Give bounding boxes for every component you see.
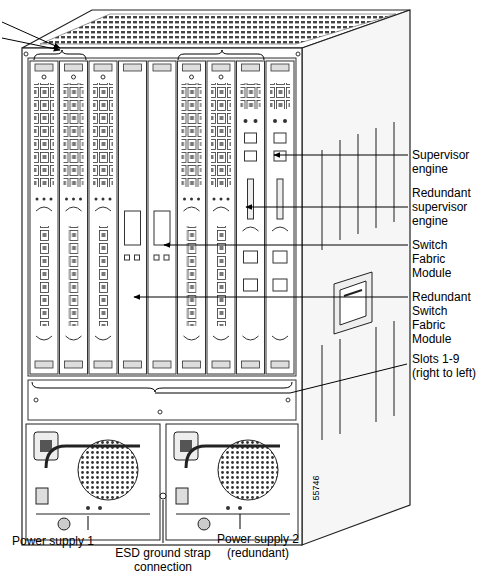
power-supply-1: [46, 446, 140, 468]
power-supplies: [26, 424, 298, 540]
chassis-front: [28, 58, 296, 376]
power-supply-2: [198, 518, 210, 530]
power-supply-2: [166, 424, 298, 540]
chassis-front: [24, 52, 28, 56]
leader-lines: [163, 500, 164, 543]
power-supply-1: [36, 514, 150, 515]
chassis-side: [302, 10, 410, 545]
power-supply-1: [26, 424, 160, 540]
callout-label: Switch Fabric Module: [412, 238, 482, 280]
side-handle: [334, 272, 372, 334]
chassis-side: [322, 122, 394, 440]
chassis-side: [302, 10, 410, 545]
leader-lines: [155, 364, 407, 393]
power-supply-2: [226, 506, 230, 510]
chassis-side: [375, 128, 377, 228]
leader-lines: [88, 155, 408, 543]
power-supply-2: [218, 440, 278, 500]
line-card: [207, 61, 235, 374]
esd-connector: [160, 493, 166, 499]
power-supply-2: [174, 432, 198, 460]
power-supply-2: [238, 506, 242, 510]
chassis-side: [321, 345, 323, 440]
supervisor-card: [266, 61, 294, 374]
side-handle: [334, 272, 372, 334]
power-supply-1: [78, 440, 138, 500]
cable-bay: [34, 398, 38, 402]
top-brackets: [34, 50, 86, 60]
slot-bracket: [32, 382, 292, 392]
chassis-side: [357, 134, 359, 234]
cable-bay: [28, 380, 296, 420]
callout-label: Power supply 2 (redundant): [208, 532, 308, 560]
chassis-side: [339, 339, 341, 434]
line-card: [60, 61, 88, 374]
leader-lines: [274, 155, 408, 156]
power-supply-1: [98, 506, 102, 510]
power-supply-1: [36, 488, 48, 504]
side-handle: [340, 281, 366, 325]
leader-lines: [88, 516, 89, 530]
line-card: [178, 61, 206, 374]
leader-lines: [240, 514, 241, 529]
slot-bracket: [32, 382, 292, 392]
callout-label: Redundant supervisor engine: [412, 186, 482, 228]
leader-lines: [246, 207, 408, 208]
chassis-side: [321, 150, 323, 250]
redundant-fabric-card: [119, 61, 147, 374]
line-card: [30, 61, 58, 374]
power-supply-1: [86, 506, 90, 510]
top-brackets: [178, 50, 264, 60]
cable-bay: [286, 398, 290, 402]
cable-bay: [28, 380, 296, 420]
chassis-side: [375, 327, 377, 422]
top-brackets: [2, 38, 60, 50]
power-supply-2: [186, 446, 280, 468]
chassis-front: [296, 52, 300, 56]
card-slots: [30, 61, 294, 374]
top-brackets: [2, 22, 264, 60]
power-supply-2: [166, 424, 298, 540]
fabric-card: [148, 61, 176, 374]
callout-label: Slots 1-9 (right to left): [412, 352, 482, 380]
callout-label: Power supply 1: [12, 534, 94, 548]
callout-label: Supervisor engine: [412, 148, 482, 176]
power-supply-2: [176, 488, 188, 504]
power-supply-1: [58, 518, 70, 530]
callout-label: ESD ground strap connection: [111, 546, 215, 574]
line-card: [89, 61, 117, 374]
power-supply-1: [34, 432, 58, 460]
leader-lines: [134, 297, 408, 298]
chassis-side: [393, 321, 395, 416]
leader-lines: [164, 245, 408, 246]
power-supply-2: [176, 514, 290, 515]
cable-bay: [158, 410, 162, 414]
side-handle: [344, 290, 362, 296]
power-supply-1: [26, 424, 160, 540]
figure-number: 55746: [311, 475, 321, 500]
redundant-supervisor-card: [237, 61, 265, 374]
callout-label: Redundant Switch Fabric Module: [412, 290, 482, 346]
